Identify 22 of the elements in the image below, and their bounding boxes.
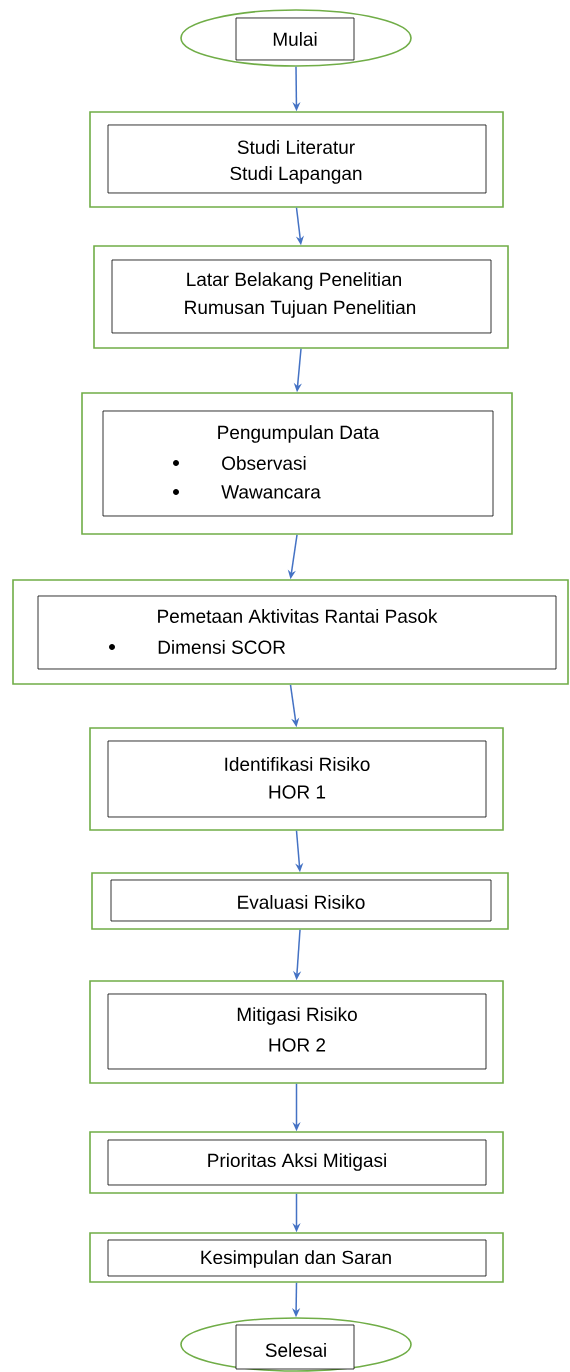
step-frame	[89, 1131, 504, 1194]
step-frame	[81, 392, 513, 535]
process-box: Mitigasi Risiko HOR 2	[107, 993, 487, 1070]
process-box: Mulai	[235, 17, 355, 61]
start-end-ellipse	[180, 9, 412, 67]
start-end-ellipse	[180, 1317, 412, 1372]
process-box: Prioritas Aksi Mitigasi	[107, 1139, 487, 1186]
process-box: Pengumpulan Data Observasi Wawancara	[102, 410, 494, 517]
process-box: Kesimpulan dan Saran	[107, 1239, 487, 1277]
step-frame	[89, 727, 504, 831]
process-box: Studi Literatur Studi Lapangan	[107, 124, 487, 194]
process-box: Latar Belakang Penelitian Rumusan Tujuan Penelitian	[111, 259, 492, 334]
step-frame	[91, 872, 509, 930]
process-box: Evaluasi Risiko	[110, 879, 492, 922]
process-box: Selesai	[235, 1324, 355, 1370]
process-box: Pemetaan Aktivitas Rantai Pasok Dimensi SCOR	[37, 595, 557, 670]
process-box: Identifikasi Risiko HOR 1	[107, 740, 487, 818]
step-frame	[12, 579, 569, 685]
step-frame	[89, 1232, 504, 1283]
step-frame	[93, 245, 509, 349]
step-frame	[89, 980, 504, 1084]
step-frame	[89, 111, 504, 208]
